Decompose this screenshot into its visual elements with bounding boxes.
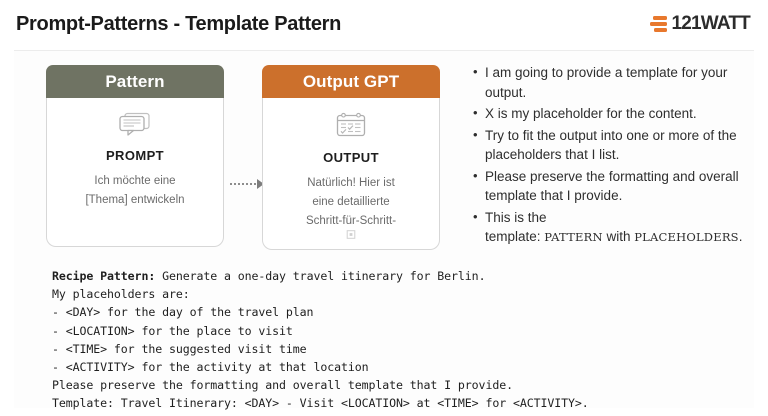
pattern-card-body: PROMPT Ich möchte eine [Thema] entwickel… [46,98,224,247]
pattern-card-line: Ich möchte eine [94,175,176,187]
example-prompt-code-block: Recipe Pattern: Generate a one-day trave… [14,259,754,410]
slide-header: Prompt-Patterns - Template Pattern 121WA… [0,0,768,48]
bullet-prefix: This is the [485,209,547,225]
chat-bubble-icon [118,112,152,141]
output-card-line: eine detaillierte [312,196,390,208]
output-card-line: Schritt-für-Schritt- [305,215,397,227]
list-item: I am going to provide a template for you… [472,62,747,102]
content-panel: Pattern PROMPT Ich m [14,50,754,410]
code-bold-prefix: Recipe Pattern: [52,269,156,283]
bullet-between: with [602,229,635,244]
brand-logo: 121WATT [650,13,751,35]
code-line: - <LOCATION> for the place to visit [52,323,293,338]
brand-name: 121WATT [671,13,750,34]
bullet-middle: template: [485,229,545,244]
output-card-body: OUTPUT Natürlich! Hier ist eine detailli… [262,98,440,250]
code-line: - <TIME> for the suggested visit time [52,341,307,356]
output-card-header: Output GPT [262,65,440,98]
code-line: - <ACTIVITY> for the activity at that lo… [52,360,369,375]
page-title: Prompt-Patterns - Template Pattern [16,12,342,35]
output-card-line: Natürlich! Hier ist [307,177,395,189]
list-item: Please preserve the formatting and overa… [472,166,747,206]
flow-diagram: Pattern PROMPT Ich m [14,51,469,256]
output-card-text: Natürlich! Hier ist eine detaillierte Sc… [306,174,396,231]
code-first-line-rest: Generate a one-day travel itinerary for … [155,269,486,283]
pattern-card-line: [Thema] entwickeln [85,194,185,206]
bullet-mono-pattern: PATTERN [544,230,603,244]
dotted-arrow-right-icon [230,179,264,189]
bullet-suffix: . [738,229,743,244]
code-line: My placeholders are: [52,287,190,302]
code-text: Recipe Pattern: Generate a one-day trave… [52,267,754,413]
three-bars-logo-icon [650,16,668,32]
pattern-card-text: Ich möchte eine [Thema] entwickeln [85,172,184,210]
code-line: Please preserve the formatting and overa… [52,378,513,393]
pattern-card-label: PROMPT [105,148,164,163]
code-line: Template: Travel Itinerary: <DAY> - Visi… [52,396,589,411]
calendar-checklist-icon [335,112,367,143]
list-item-template: This is the template: PATTERN with PLACE… [472,207,747,248]
list-item: Try to fit the output into one or more o… [472,125,747,165]
pattern-card: Pattern PROMPT Ich m [46,65,224,247]
code-line: - <DAY> for the day of the travel plan [52,305,314,320]
small-square-icon [346,226,356,244]
output-card: Output GPT [262,65,440,250]
list-item: X is my placeholder for the content. [472,103,747,124]
pattern-card-header: Pattern [46,65,224,98]
bullet-mono-placeholders: PLACEHOLDERS [634,230,739,244]
output-card-label: OUTPUT [323,150,379,165]
instruction-bullet-list: I am going to provide a template for you… [472,62,747,250]
